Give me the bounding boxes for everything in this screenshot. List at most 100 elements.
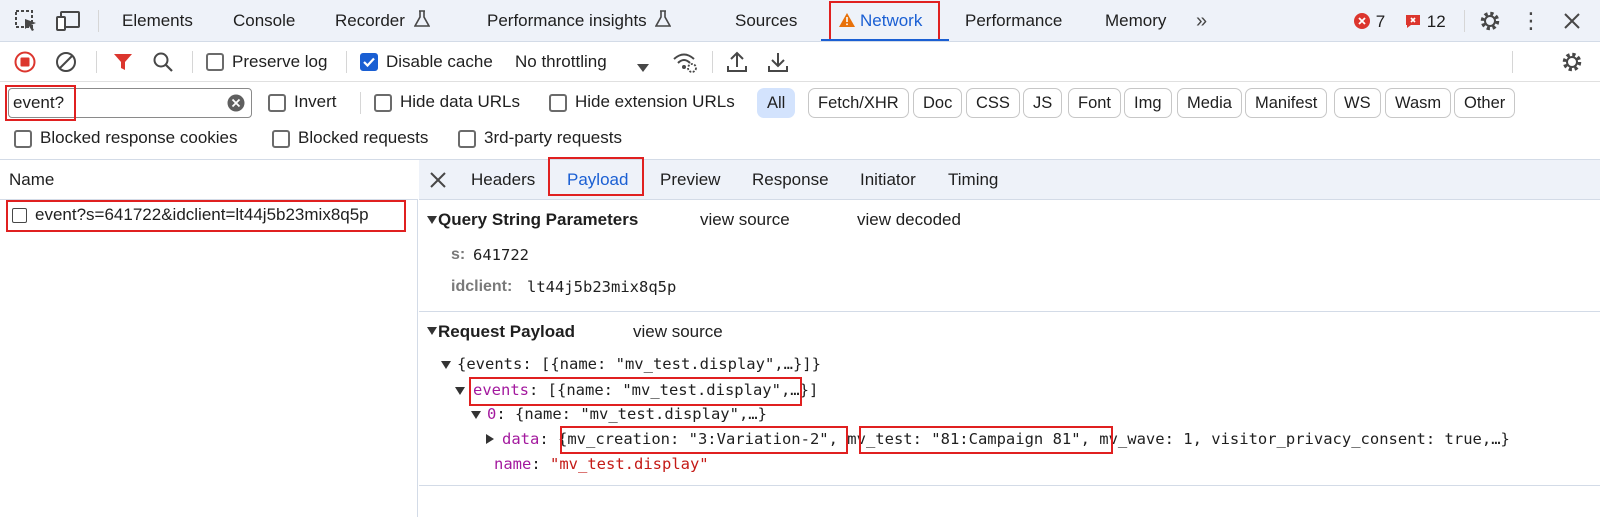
hide-extension-urls-label: Hide extension URLs <box>575 92 735 111</box>
hide-extension-urls-checkbox[interactable] <box>549 94 567 112</box>
type-filter-font[interactable]: Font <box>1068 88 1122 118</box>
data-node[interactable]: data: {mv_creation: "3:Variation-2", mv_… <box>502 430 1510 448</box>
tab-performance[interactable]: Performance <box>965 11 1063 30</box>
issue-icon <box>1406 15 1420 28</box>
hide-data-urls-checkbox[interactable] <box>374 94 392 112</box>
name-node[interactable]: name: "mv_test.display" <box>494 455 709 473</box>
item-value: : {name: "mv_test.display",…} <box>496 405 767 423</box>
type-filter-manifest[interactable]: Manifest <box>1245 88 1328 118</box>
type-filter-media[interactable]: Media <box>1177 88 1242 118</box>
tab-recorder-label: Recorder <box>335 11 405 30</box>
tab-network[interactable]: Network <box>838 0 922 41</box>
tab-performance-insights[interactable]: Performance insights <box>487 0 672 41</box>
expand-query-icon[interactable] <box>427 216 437 224</box>
event-item-node[interactable]: 0: {name: "mv_test.display",…} <box>487 405 767 423</box>
name-key: name <box>494 455 532 473</box>
query-view-decoded-link[interactable]: view decoded <box>857 210 961 229</box>
tab-timing[interactable]: Timing <box>948 170 999 189</box>
tab-console[interactable]: Console <box>233 11 296 30</box>
search-icon[interactable] <box>152 51 174 78</box>
tab-payload[interactable]: Payload <box>567 170 629 189</box>
payload-root[interactable]: {events: [{name: "mv_test.display",…}]} <box>457 355 821 373</box>
preserve-log-label: Preserve log <box>232 52 328 71</box>
type-filter-doc[interactable]: Doc <box>913 88 963 118</box>
blocked-cookies-label: Blocked response cookies <box>40 128 238 147</box>
payload-view-source-link[interactable]: view source <box>633 322 723 341</box>
data-colon: : <box>539 430 558 448</box>
filter-icon[interactable] <box>112 51 134 78</box>
events-node[interactable]: events: [{name: "mv_test.display",…}] <box>473 381 818 399</box>
preserve-log-checkbox[interactable] <box>206 53 224 71</box>
select-element-icon[interactable] <box>14 9 40 33</box>
type-filter-img[interactable]: Img <box>1124 88 1172 118</box>
item-index: 0 <box>487 405 497 423</box>
blocked-requests-checkbox[interactable] <box>272 130 290 148</box>
tab-memory[interactable]: Memory <box>1105 11 1167 30</box>
payload-section-title[interactable]: Request Payload <box>438 322 575 341</box>
type-filter-ws[interactable]: WS <box>1334 88 1381 118</box>
filter-bar: event? Invert Hide data URLs Hide extens… <box>0 82 1600 160</box>
warning-icon <box>839 13 855 27</box>
data-creation: {mv_creation: "3:Variation-2" <box>558 430 829 448</box>
network-settings-gear-icon[interactable] <box>1560 50 1584 79</box>
type-filter-other[interactable]: Other <box>1454 88 1516 118</box>
expand-events-icon[interactable] <box>455 387 465 395</box>
close-details-icon[interactable] <box>427 169 449 196</box>
device-toolbar-icon[interactable] <box>55 9 81 33</box>
tab-response[interactable]: Response <box>752 170 829 189</box>
invert-checkbox[interactable] <box>268 94 286 112</box>
tab-elements[interactable]: Elements <box>122 11 193 30</box>
query-section-title[interactable]: Query String Parameters <box>438 210 639 229</box>
type-filter-wasm[interactable]: Wasm <box>1385 88 1452 118</box>
param-value: lt44j5b23mix8q5p <box>527 278 677 296</box>
column-header-name[interactable]: Name <box>0 160 418 200</box>
data-comma: , <box>828 430 848 448</box>
disable-cache-label: Disable cache <box>386 52 493 71</box>
tab-preview[interactable]: Preview <box>660 170 721 189</box>
tab-recorder[interactable]: Recorder <box>335 0 431 41</box>
request-row[interactable]: event?s=641722&idclient=lt44j5b23mix8q5p <box>0 200 418 232</box>
issues-count-badge[interactable]: 12 <box>1404 12 1446 32</box>
filter-input-box[interactable]: event? <box>8 88 252 118</box>
blocked-cookies-checkbox[interactable] <box>14 130 32 148</box>
expand-data-icon[interactable] <box>486 434 494 444</box>
record-stop-icon[interactable] <box>14 51 36 78</box>
more-tabs-icon[interactable]: » <box>1196 10 1208 32</box>
name-value: "mv_test.display" <box>550 455 709 473</box>
expand-item-icon[interactable] <box>471 411 481 419</box>
query-view-source-link[interactable]: view source <box>700 210 790 229</box>
throttling-select[interactable]: No throttling <box>515 52 607 71</box>
request-details: Headers Payload Preview Response Initiat… <box>419 157 1600 517</box>
settings-gear-icon[interactable] <box>1478 9 1504 33</box>
type-filter-js[interactable]: JS <box>1023 88 1063 118</box>
third-party-checkbox[interactable] <box>458 130 476 148</box>
type-filter-fetch-xhr[interactable]: Fetch/XHR <box>808 88 909 118</box>
network-conditions-icon[interactable] <box>672 50 698 79</box>
filter-input[interactable]: event? <box>13 93 65 112</box>
tab-sources[interactable]: Sources <box>735 11 798 30</box>
clear-filter-icon[interactable] <box>227 94 245 117</box>
document-icon <box>12 208 27 223</box>
detail-tabbar: Headers Payload Preview Response Initiat… <box>419 160 1600 200</box>
type-filter-css[interactable]: CSS <box>966 88 1020 118</box>
more-options-icon[interactable]: ⋮ <box>1520 8 1542 33</box>
hide-data-urls-label: Hide data URLs <box>400 92 521 111</box>
events-value: : [{name: "mv_test.display" <box>529 381 781 399</box>
tab-headers[interactable]: Headers <box>471 170 536 189</box>
export-har-icon[interactable] <box>767 50 789 79</box>
expand-payload-icon[interactable] <box>427 327 437 335</box>
expand-root-icon[interactable] <box>441 361 451 369</box>
dropdown-arrow-icon[interactable] <box>636 58 650 78</box>
name-colon: : <box>531 455 550 473</box>
import-har-icon[interactable] <box>726 50 748 79</box>
close-devtools-icon[interactable] <box>1560 9 1586 33</box>
tab-initiator[interactable]: Initiator <box>860 170 916 189</box>
type-filter-all[interactable]: All <box>757 88 796 118</box>
blocked-requests-label: Blocked requests <box>298 128 429 147</box>
error-count-badge[interactable]: 7 <box>1353 12 1385 32</box>
flask-icon <box>413 10 431 27</box>
error-count: 7 <box>1375 12 1386 31</box>
param-key: idclient: <box>451 278 513 295</box>
disable-cache-checkbox[interactable] <box>360 53 378 71</box>
clear-icon[interactable] <box>55 51 77 78</box>
